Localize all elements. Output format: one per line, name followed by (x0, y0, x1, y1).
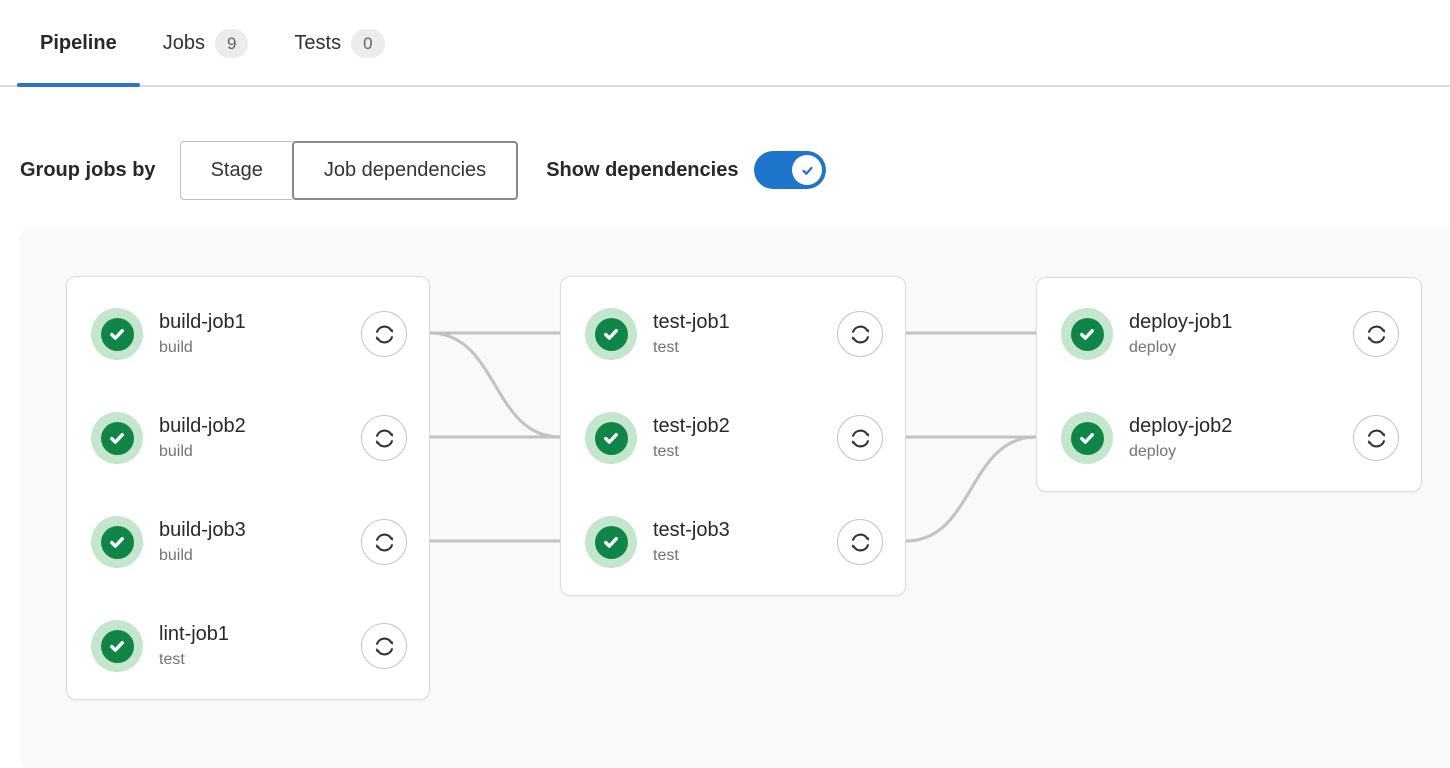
job-group-test: test-job1 test test-job2 test (560, 276, 906, 596)
jobs-count-badge: 9 (214, 29, 249, 58)
status-success-icon (1061, 308, 1113, 360)
tab-jobs[interactable]: Jobs 9 (140, 0, 272, 85)
job-row: deploy-job2 deploy (1037, 386, 1421, 490)
status-success-icon (91, 308, 143, 360)
job-stage-label: deploy (1129, 443, 1177, 460)
job-link[interactable]: test-job1 (653, 311, 730, 333)
job-group-deploy: deploy-job1 deploy deploy-job2 deploy (1036, 277, 1422, 492)
retry-job-button[interactable] (1353, 415, 1399, 461)
retry-icon (1367, 325, 1385, 343)
job-row: test-job1 test (561, 282, 905, 386)
status-success-icon (91, 516, 143, 568)
job-stage-label: build (159, 547, 193, 564)
group-jobs-by-label: Group jobs by (20, 158, 156, 181)
job-stage-label: test (653, 547, 679, 564)
retry-icon (851, 533, 869, 551)
graph-controls: Group jobs by Stage Job dependencies Sho… (20, 139, 1450, 201)
job-link[interactable]: lint-job1 (159, 623, 230, 645)
link-test-job3-deploy-job2 (905, 435, 1037, 543)
toggle-knob (792, 155, 823, 185)
job-link[interactable]: deploy-job1 (1129, 311, 1233, 333)
job-link[interactable]: build-job1 (159, 311, 246, 333)
retry-job-button[interactable] (361, 311, 407, 357)
job-link[interactable]: build-job2 (159, 415, 246, 437)
job-stage-label: build (159, 339, 193, 356)
group-by-job-dependencies-label: Job dependencies (323, 158, 487, 181)
retry-job-button[interactable] (1353, 311, 1399, 357)
retry-job-button[interactable] (837, 415, 883, 461)
tests-count-badge: 0 (351, 29, 385, 58)
retry-icon (375, 325, 393, 343)
group-jobs-segmented-control: Stage Job dependencies (179, 140, 519, 200)
retry-icon (375, 429, 393, 447)
status-success-icon (91, 620, 143, 672)
retry-job-button[interactable] (837, 311, 883, 357)
job-row: build-job1 build (67, 282, 429, 386)
tab-jobs-label: Jobs (162, 32, 205, 54)
tab-pipeline[interactable]: Pipeline (17, 0, 140, 87)
retry-job-button[interactable] (837, 519, 883, 565)
tab-pipeline-label: Pipeline (40, 32, 117, 54)
retry-icon (1367, 429, 1385, 447)
status-success-icon (585, 412, 637, 464)
job-stage-label: build (159, 443, 193, 460)
status-success-icon (585, 308, 637, 360)
job-link[interactable]: test-job3 (653, 519, 730, 541)
tab-tests-label: Tests (294, 32, 342, 54)
job-link[interactable]: build-job3 (159, 519, 246, 541)
retry-job-button[interactable] (361, 623, 407, 669)
retry-job-button[interactable] (361, 415, 407, 461)
group-by-job-dependencies-button[interactable]: Job dependencies (291, 140, 519, 200)
group-by-stage-label: Stage (210, 158, 263, 181)
pipeline-tab-bar: Pipeline Jobs 9 Tests 0 (0, 0, 1450, 87)
job-stage-label: test (653, 339, 679, 356)
status-success-icon (91, 412, 143, 464)
job-stage-label: test (653, 443, 679, 460)
tab-tests[interactable]: Tests 0 (271, 0, 407, 85)
retry-icon (851, 429, 869, 447)
job-stage-label: test (159, 651, 185, 668)
job-stage-label: deploy (1129, 339, 1177, 356)
toggle-check-icon (802, 166, 813, 175)
job-row: test-job2 test (561, 386, 905, 490)
status-success-icon (1061, 412, 1113, 464)
job-row: build-job3 build (67, 490, 429, 594)
job-row: test-job3 test (561, 490, 905, 594)
retry-icon (375, 533, 393, 551)
pipeline-graph: build-job1 build build-job2 build (20, 228, 1450, 768)
show-dependencies-toggle[interactable] (754, 151, 827, 189)
job-row: build-job2 build (67, 386, 429, 490)
job-group-build: build-job1 build build-job2 build (66, 276, 430, 700)
group-by-stage-button[interactable]: Stage (179, 140, 293, 200)
show-dependencies-label: Show dependencies (546, 158, 739, 181)
job-link[interactable]: test-job2 (653, 415, 730, 437)
retry-icon (851, 325, 869, 343)
retry-icon (375, 637, 393, 655)
job-row: lint-job1 test (67, 594, 429, 698)
retry-job-button[interactable] (361, 519, 407, 565)
job-row: deploy-job1 deploy (1037, 282, 1421, 386)
status-success-icon (585, 516, 637, 568)
job-link[interactable]: deploy-job2 (1129, 415, 1233, 437)
link-build-job1-test-job2 (429, 331, 561, 439)
